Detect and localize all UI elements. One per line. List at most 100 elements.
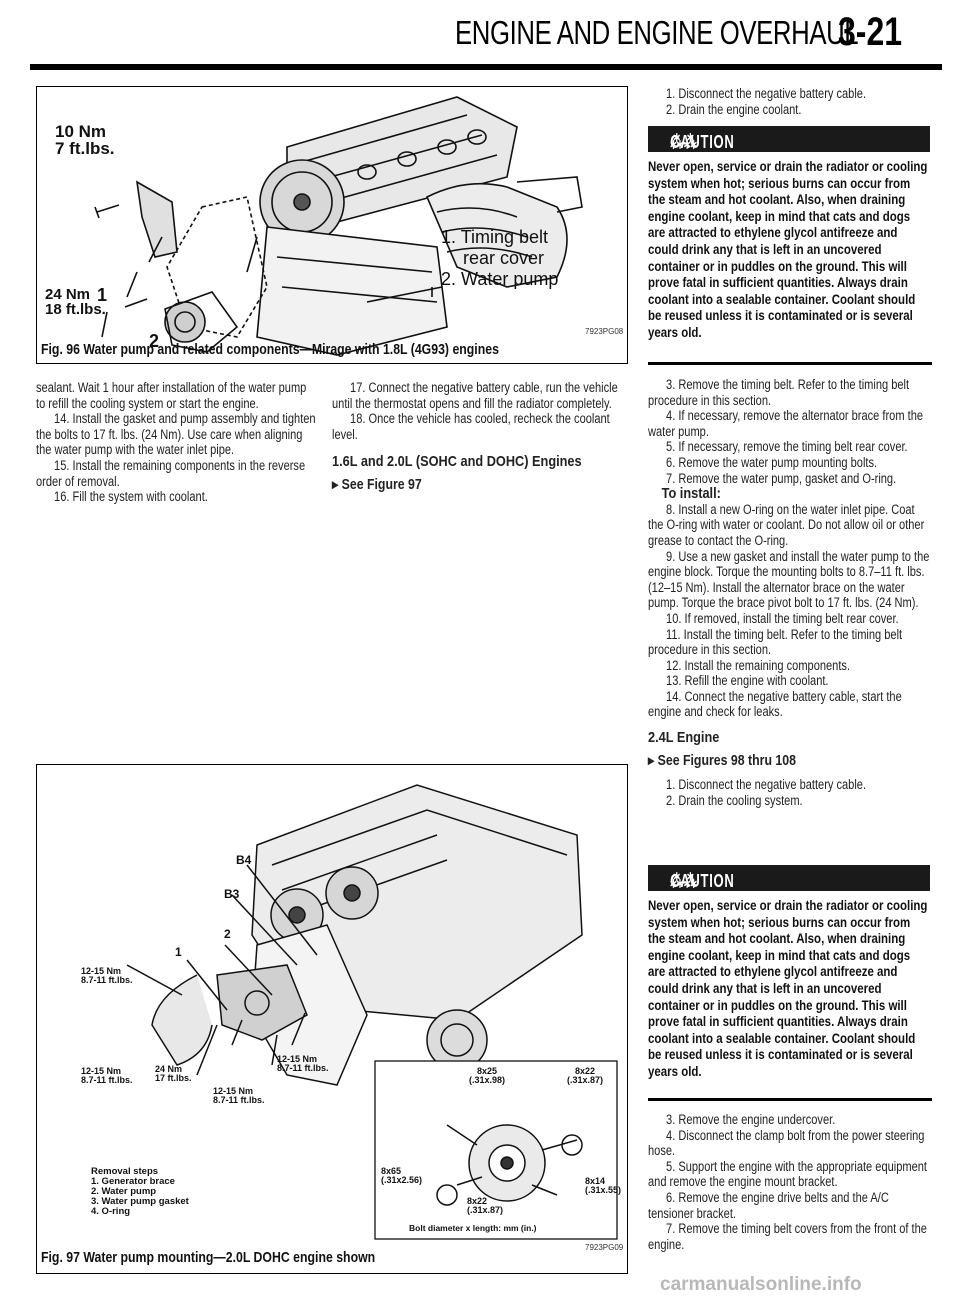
mid-step-18: 18. Once the vehicle has cooled, recheck… <box>332 411 610 442</box>
figure-96-illustration <box>37 96 583 363</box>
middle-column-text: 17. Connect the negative battery cable, … <box>332 380 626 494</box>
fig97-bolt-note: Bolt diameter x length: mm (in.) <box>409 1223 537 1233</box>
fig97-bolt-e-in: (.31x.87) <box>467 1205 504 1215</box>
fig97-code: 7923PG09 <box>585 1243 624 1252</box>
fig96-torque-top-ftlbs: 7 ft.lbs. <box>55 139 115 158</box>
fig97-torque-right-ftlbs: 8.7-11 ft.lbs. <box>277 1063 329 1073</box>
fig97-bolt-b-mm: 8x22 <box>575 1066 596 1076</box>
caution-banner-2: ⁂⁂ CAUTION <box>648 865 930 891</box>
caution-text-1-body: Never open, service or drain the radiato… <box>648 158 928 340</box>
fig97-torque-left: 12-15 Nm 8.7-11 ft.lbs. <box>81 967 133 985</box>
step-12: 12. Install the remaining components. <box>666 657 851 673</box>
fig96-legend: 1. Timing belt rear cover 2. Water pump <box>441 227 558 290</box>
fig97-torque-right-nm: 12-15 Nm <box>277 1054 318 1064</box>
fig97-bolt-e-mm: 8x22 <box>467 1196 488 1206</box>
fig97-bolt-a-mm: 8x25 <box>477 1066 498 1076</box>
left-step-16: 16. Fill the system with coolant. <box>54 489 208 505</box>
see-figure-97: ▸ See Figure 97 <box>332 476 582 494</box>
fig97-torque-left-ftlbs: 8.7-11 ft.lbs. <box>81 975 133 985</box>
fig96-caption: Fig. 96 Water pump and related component… <box>41 341 499 358</box>
fig97-bolt-d-mm: 8x14 <box>585 1176 606 1186</box>
caution-text-1: Never open, service or drain the radiato… <box>648 158 930 341</box>
to-install-heading: To install: <box>661 485 721 503</box>
fig97-torque-24-nm: 24 Nm <box>155 1064 183 1074</box>
fig97-torque-mid-left-nm: 12-15 Nm <box>81 1066 122 1076</box>
fig96-callout-1: 1 <box>97 285 108 305</box>
fig97-removal-step-2: 2. Water pump <box>91 1186 157 1197</box>
caution-rule-1 <box>648 362 932 365</box>
fig96-torque-bottom-ftlbs: 18 ft.lbs. <box>45 301 106 318</box>
arrow-icon: ▸ <box>648 752 658 769</box>
fig96-legend-1b: rear cover <box>463 248 545 268</box>
fig97-torque-24-ftlbs: 17 ft.lbs. <box>155 1073 192 1083</box>
step-4: 4. If necessary, remove the alternator b… <box>648 408 924 439</box>
see-figure-97-text: See Figure 97 <box>341 476 422 493</box>
fig96-legend-1: 1. Timing belt <box>441 227 549 247</box>
step-24-6: 6. Remove the engine drive belts and the… <box>648 1189 889 1221</box>
fig96-code: 7923PG08 <box>585 327 624 336</box>
step-14: 14. Connect the negative battery cable, … <box>648 688 902 720</box>
step-2-drain: 2. Drain the engine coolant. <box>666 101 802 117</box>
fig97-torque-right: 12-15 Nm 8.7-11 ft.lbs. <box>277 1055 329 1073</box>
step-13: 13. Refill the engine with coolant. <box>666 673 829 689</box>
step-24-7: 7. Remove the timing belt covers from th… <box>648 1221 927 1252</box>
header-rule <box>30 64 942 70</box>
step-24-5: 5. Support the engine with the appropria… <box>648 1158 927 1190</box>
caution-banner-1: ⁂⁂ CAUTION <box>648 126 930 152</box>
fig97-bolt-c: 8x65 (.31x2.56) <box>381 1167 422 1185</box>
fig96-torque-bottom: 24 Nm 18 ft.lbs. <box>45 287 106 317</box>
fig97-label-b4: B4 <box>236 853 252 867</box>
step-5: 5. If necessary, remove the timing belt … <box>666 439 908 455</box>
fig97-bolt-c-mm: 8x65 <box>381 1166 402 1176</box>
fig96-torque-top-nm: 10 Nm <box>55 122 107 141</box>
fig97-torque-left-nm: 12-15 Nm <box>81 966 122 976</box>
watermark: carmanualsonline.info <box>660 1274 862 1295</box>
caution-text-2: Never open, service or drain the radiato… <box>648 897 930 1080</box>
right-column-top: 1. Disconnect the negative battery cable… <box>648 86 932 117</box>
fig97-callout-2: 2 <box>224 927 231 941</box>
caution-icon: ⁂⁂ <box>670 871 698 891</box>
fig97-removal-step-1: 1. Generator brace <box>91 1176 175 1187</box>
fig97-bolt-a-in: (.31x.98) <box>469 1075 506 1085</box>
figure-97-illustration <box>126 784 618 1240</box>
step-10: 10. If removed, install the timing belt … <box>666 610 899 626</box>
fig97-torque-mid-left-ftlbs: 8.7-11 ft.lbs. <box>81 1075 133 1085</box>
fig97-removal-step-4: 4. O-ring <box>91 1206 131 1217</box>
caution-label-2-text: CAUTION <box>670 871 735 891</box>
step-24-3: 3. Remove the engine undercover. <box>666 1112 836 1127</box>
fig97-torque-center: 12-15 Nm 8.7-11 ft.lbs. <box>213 1087 265 1105</box>
fig97-removal-title: Removal steps <box>91 1166 159 1177</box>
fig96-callout-2: 2 <box>149 331 160 351</box>
right-column-steps: 3. Remove the timing belt. Refer to the … <box>648 377 932 808</box>
fig96-torque-bottom-nm: 24 Nm <box>45 286 91 303</box>
step-6: 6. Remove the water pump mounting bolts. <box>666 454 878 470</box>
fig97-bolt-b: 8x22 (.31x.87) <box>567 1067 603 1085</box>
fig96-torque-top: 10 Nm 7 ft.lbs. <box>55 123 115 157</box>
fig97-caption: Fig. 97 Water pump mounting—2.0L DOHC en… <box>41 1249 376 1266</box>
step-8: 8. Install a new O-ring on the water inl… <box>648 501 925 548</box>
fig97-torque-24: 24 Nm 17 ft.lbs. <box>155 1065 192 1083</box>
step-24-4: 4. Disconnect the clamp bolt from the po… <box>648 1127 925 1159</box>
fig97-bolt-e: 8x22 (.31x.87) <box>467 1197 503 1215</box>
left-paragraph-1: sealant. Wait 1 hour after installation … <box>36 380 307 411</box>
page-number: 3-21 <box>838 10 903 54</box>
figure-96: 10 Nm 7 ft.lbs. 24 Nm 18 ft.lbs. 1 2 1. … <box>36 86 628 364</box>
fig97-label-b3: B3 <box>224 887 240 901</box>
fig97-bolt-b-in: (.31x.87) <box>567 1075 604 1085</box>
mid-step-17: 17. Connect the negative battery cable, … <box>332 380 618 411</box>
fig97-bolt-d-in: (.31x.55) <box>585 1185 622 1195</box>
see-figures-98-108: ▸ See Figures 98 thru 108 <box>648 752 889 770</box>
left-step-14: 14. Install the gasket and pump assembly… <box>36 411 316 458</box>
fig97-callout-1: 1 <box>175 945 182 959</box>
fig97-bolt-d: 8x14 (.31x.55) <box>585 1177 621 1195</box>
figure-97: B4 B3 2 1 12-15 Nm 8.7-11 ft.lbs. 12-15 … <box>36 764 628 1274</box>
right-column-bottom: 3. Remove the engine undercover. 4. Disc… <box>648 1112 932 1252</box>
section-heading-16-20: 1.6L and 2.0L (SOHC and DOHC) Engines <box>332 453 582 471</box>
see-figures-98-108-text: See Figures 98 thru 108 <box>657 752 796 769</box>
step-24-2: 2. Drain the cooling system. <box>666 792 803 808</box>
fig97-removal-steps: Removal steps 1. Generator brace 2. Wate… <box>91 1167 189 1217</box>
left-step-15: 15. Install the remaining components in … <box>36 457 306 489</box>
caution-rule-2 <box>648 1098 932 1101</box>
fig97-torque-center-nm: 12-15 Nm <box>213 1086 254 1096</box>
caution-icon: ⁂⁂ <box>670 132 698 152</box>
